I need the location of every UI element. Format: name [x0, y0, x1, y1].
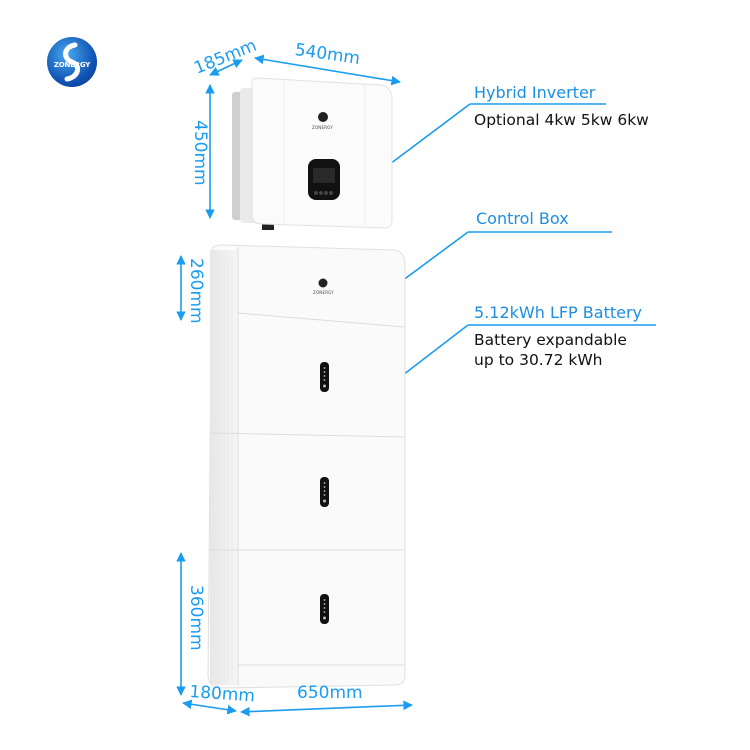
battery-indicator — [320, 362, 329, 624]
inverter-brand-label: ZONERGY — [312, 125, 333, 130]
logo-text: ZONERGY — [53, 61, 91, 69]
battery-width-arrow — [240, 700, 413, 717]
battery-line-2: up to 30.72 kWh — [474, 351, 603, 369]
battery-line-1: Battery expandable — [474, 331, 627, 349]
battery-stack — [207, 244, 406, 689]
inverter-height-label: 450mm — [190, 120, 210, 186]
battery-depth-label: 180mm — [188, 682, 256, 707]
control-box-title: Control Box — [476, 209, 569, 228]
inverter-title: Hybrid Inverter — [474, 83, 596, 102]
control-box-height-label: 260mm — [186, 258, 206, 324]
inverter-width-arrow — [254, 54, 401, 86]
logo-swirl-icon — [63, 42, 81, 82]
battery-depth-arrow — [182, 699, 237, 715]
battery-title: 5.12kWh LFP Battery — [474, 303, 643, 322]
inverter-subtitle: Optional 4kw 5kw 6kw — [474, 111, 649, 129]
zonergy-logo: ZONERGY — [47, 37, 97, 87]
hybrid-inverter — [232, 77, 393, 230]
control-box-brand-label: ZONERGY — [313, 290, 334, 295]
battery-height-label: 360mm — [186, 585, 206, 651]
battery-width-label: 650mm — [297, 683, 363, 703]
inverter-leader — [381, 103, 471, 171]
inverter-depth-arrow — [209, 59, 243, 76]
